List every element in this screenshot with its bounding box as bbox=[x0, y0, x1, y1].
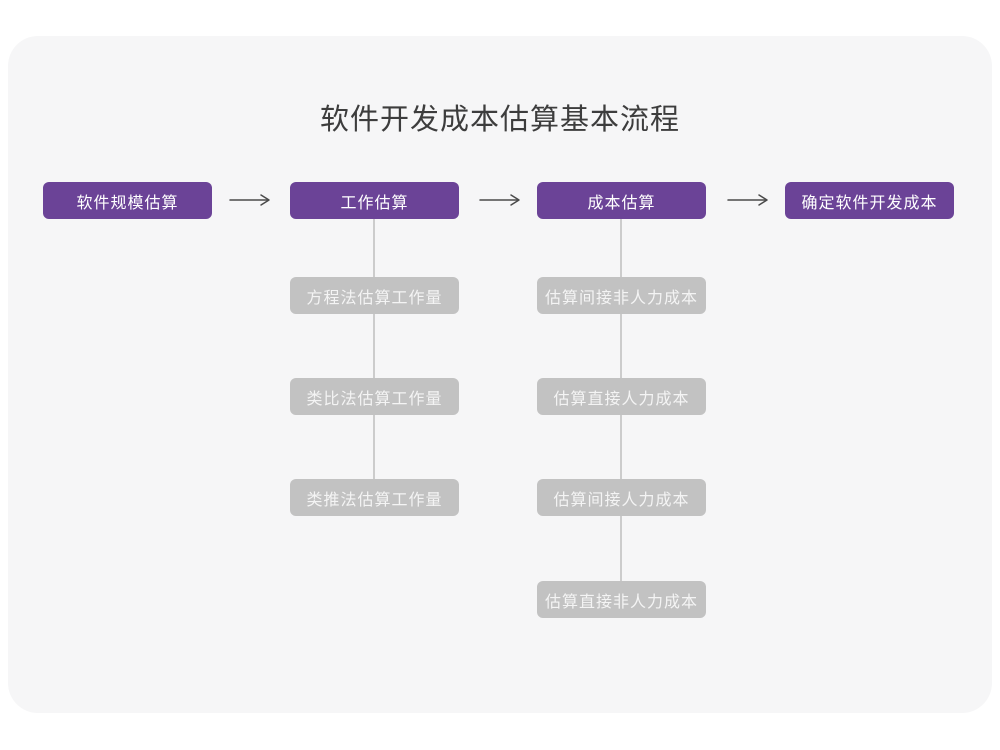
sub-node-indirect-labor-cost: 估算间接人力成本 bbox=[537, 479, 706, 516]
stage-node-work-estimation: 工作估算 bbox=[290, 182, 459, 219]
connector-line-work-column bbox=[373, 219, 375, 499]
stage-node-cost-estimation: 成本估算 bbox=[537, 182, 706, 219]
sub-node-analogy-method: 类比法估算工作量 bbox=[290, 378, 459, 415]
sub-node-direct-labor-cost: 估算直接人力成本 bbox=[537, 378, 706, 415]
sub-node-indirect-nonlabor-cost: 估算间接非人力成本 bbox=[537, 277, 706, 314]
sub-node-direct-nonlabor-cost: 估算直接非人力成本 bbox=[537, 581, 706, 618]
diagram-title: 软件开发成本估算基本流程 bbox=[319, 104, 680, 136]
stage-node-software-scale-estimation: 软件规模估算 bbox=[43, 182, 212, 219]
sub-node-extrapolation-method: 类推法估算工作量 bbox=[290, 479, 459, 516]
stage-node-determine-dev-cost: 确定软件开发成本 bbox=[785, 182, 954, 219]
sub-node-equation-method: 方程法估算工作量 bbox=[290, 277, 459, 314]
flow-arrow-3 bbox=[726, 192, 770, 208]
diagram-card bbox=[8, 36, 992, 713]
flow-arrow-1 bbox=[228, 192, 272, 208]
flow-arrow-2 bbox=[478, 192, 522, 208]
